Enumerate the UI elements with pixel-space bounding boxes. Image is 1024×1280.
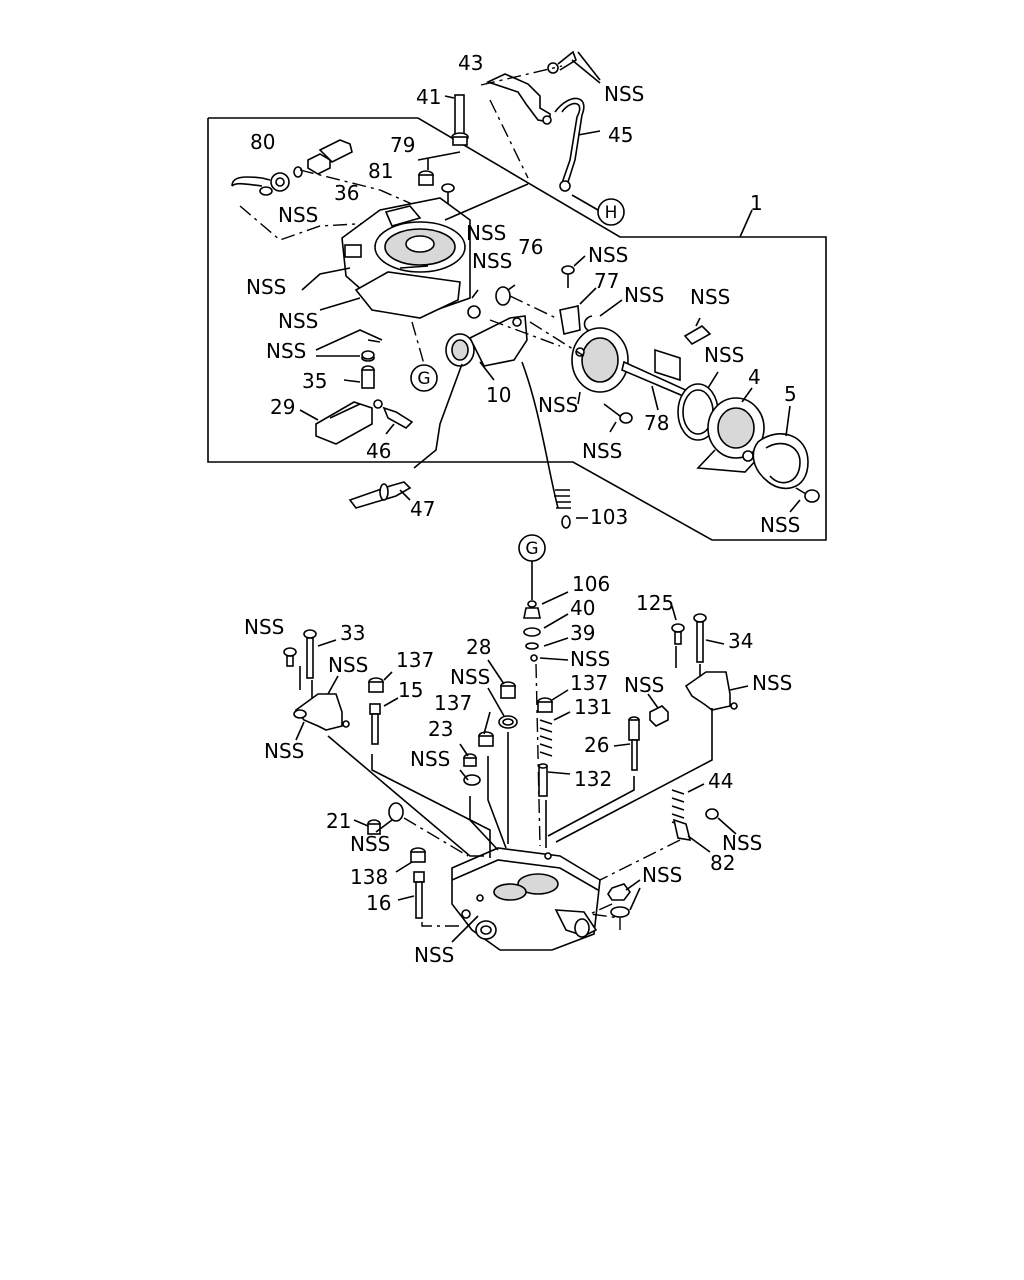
callout-nss: NSS [414, 943, 454, 967]
callout-nss: NSS [642, 863, 682, 887]
callout-nss: NSS [588, 243, 628, 267]
callout-36: 36 [334, 181, 359, 205]
callout-nss: NSS [410, 747, 450, 771]
callout-46: 46 [366, 439, 391, 463]
top-parts [231, 50, 820, 529]
callout-33: 33 [340, 621, 365, 645]
callout-nss: NSS [328, 653, 368, 677]
callout-137b: 137 [434, 691, 472, 715]
callout-nss: NSS [582, 439, 622, 463]
callout-106: 106 [572, 572, 610, 596]
callout-137c: 137 [570, 671, 608, 695]
callout-39: 39 [570, 621, 595, 645]
callout-29: 29 [270, 395, 295, 419]
callout-labels: 43 41 NSS 45 80 79 81 36 NSS 1 NSS 76 NS… [244, 51, 800, 967]
callout-103: 103 [590, 505, 628, 529]
callout-47: 47 [410, 497, 435, 521]
callout-nss: NSS [246, 275, 286, 299]
callout-5: 5 [784, 382, 797, 406]
ref-circle-g-top: G [417, 369, 430, 389]
callout-nss: NSS [466, 221, 506, 245]
ref-circle-g-bottom: G [525, 539, 538, 559]
ref-circle-h: H [605, 203, 618, 223]
callout-45: 45 [608, 123, 633, 147]
callout-nss: NSS [472, 249, 512, 273]
callout-nss: NSS [760, 513, 800, 537]
callout-82: 82 [710, 851, 735, 875]
callout-4: 4 [748, 365, 761, 389]
callout-125: 125 [636, 591, 674, 615]
callout-40: 40 [570, 596, 595, 620]
callout-nss: NSS [278, 309, 318, 333]
callout-21: 21 [326, 809, 351, 833]
callout-76: 76 [518, 235, 543, 259]
callout-nss: NSS [264, 739, 304, 763]
callout-35: 35 [302, 369, 327, 393]
callout-nss: NSS [752, 671, 792, 695]
callout-43: 43 [458, 51, 483, 75]
bottom-parts [283, 534, 749, 951]
callout-81: 81 [368, 159, 393, 183]
callout-nss: NSS [604, 82, 644, 106]
callout-131: 131 [574, 695, 612, 719]
callout-1: 1 [750, 191, 763, 215]
callout-23: 23 [428, 717, 453, 741]
callout-41: 41 [416, 85, 441, 109]
callout-77: 77 [594, 269, 619, 293]
callout-10: 10 [486, 383, 511, 407]
callout-132: 132 [574, 767, 612, 791]
callout-nss: NSS [624, 283, 664, 307]
callout-nss: NSS [450, 665, 490, 689]
callout-80: 80 [250, 130, 275, 154]
callout-15: 15 [398, 678, 423, 702]
callout-nss: NSS [704, 343, 744, 367]
callout-nss: NSS [690, 285, 730, 309]
assembly-frame [207, 117, 827, 541]
callout-nss: NSS [350, 832, 390, 856]
callout-138: 138 [350, 865, 388, 889]
callout-34: 34 [728, 629, 753, 653]
callout-nss: NSS [244, 615, 284, 639]
callout-137a: 137 [396, 648, 434, 672]
callout-78: 78 [644, 411, 669, 435]
callout-79: 79 [390, 133, 415, 157]
callout-26: 26 [584, 733, 609, 757]
callout-nss: NSS [266, 339, 306, 363]
callout-nss: NSS [278, 203, 318, 227]
callout-44: 44 [708, 769, 733, 793]
callout-28: 28 [466, 635, 491, 659]
callout-nss: NSS [624, 673, 664, 697]
callout-nss: NSS [570, 647, 610, 671]
callout-16: 16 [366, 891, 391, 915]
callout-nss: NSS [538, 393, 578, 417]
callout-nss: NSS [722, 831, 762, 855]
